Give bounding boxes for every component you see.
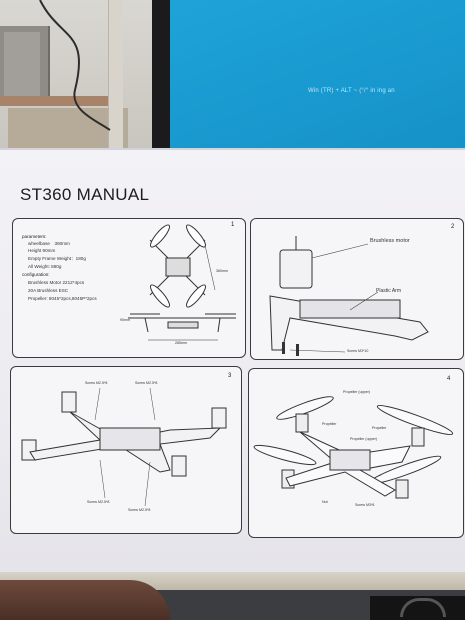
- dim-height: 90mm: [120, 318, 130, 322]
- cable: [39, 0, 111, 131]
- label-brushless-motor: Brushless motor: [370, 238, 410, 244]
- panel-number: 2: [451, 224, 455, 230]
- panel-specs: [12, 218, 246, 358]
- spec-propeller: Propeller: 8045*2pcs,8045P*2pcs: [28, 296, 97, 301]
- spec-wheelbase: wheelbase 360mm: [28, 241, 70, 246]
- label-screw-top-left: Screw M2.5*8: [85, 381, 108, 385]
- speaker-grill: [4, 32, 40, 96]
- speaker: [0, 26, 50, 104]
- label-screw-bottom-right: Screw M2.5*8: [128, 508, 151, 512]
- label-propeller-mid: Propeller (upper): [350, 437, 377, 441]
- label-propeller-right: Propeller: [372, 426, 387, 430]
- screen-text: Win (TR) + ALT ~ (°/° in ing an: [308, 88, 395, 94]
- label-screw-bottom-left: Screw M2.5*8: [87, 500, 110, 504]
- spec-esc: 20A Brushless ESC: [28, 288, 69, 293]
- monitor-screen: [170, 0, 465, 150]
- label-screw-top-right: Screw M2.5*8: [135, 381, 158, 385]
- pole: [108, 0, 123, 148]
- label-nut: Nut: [322, 500, 328, 504]
- hand: [0, 580, 170, 620]
- spec-height: Height 90mm: [28, 248, 56, 253]
- label-screw: Screw M3*10: [347, 349, 369, 353]
- manual-title: ST360 MANUAL: [20, 185, 150, 204]
- label-screw: Screw M3*8: [355, 503, 375, 507]
- dim-side: 360mm: [216, 269, 228, 273]
- spec-empty-frame-weight: Empty Frame Weight：180g: [28, 256, 86, 261]
- panel-number: 4: [447, 376, 451, 382]
- label-plastic-arm: Plastic Arm: [376, 288, 402, 294]
- label-propeller-top: Propeller (upper): [343, 390, 370, 394]
- panel-number: 3: [228, 373, 232, 379]
- spec-configuration-label: configuration:: [22, 272, 50, 277]
- shelf: [0, 96, 110, 106]
- spec-brushless-motor: Brushless Motor 2212*4pcs: [28, 280, 85, 285]
- spec-parameters-label: parameters:: [22, 234, 47, 239]
- label-propeller-left: Propeller: [322, 422, 337, 426]
- dim-span: 285mm: [175, 341, 187, 345]
- panel-number: 1: [231, 222, 235, 228]
- spec-all-weight: All Weight: 860g: [28, 264, 62, 269]
